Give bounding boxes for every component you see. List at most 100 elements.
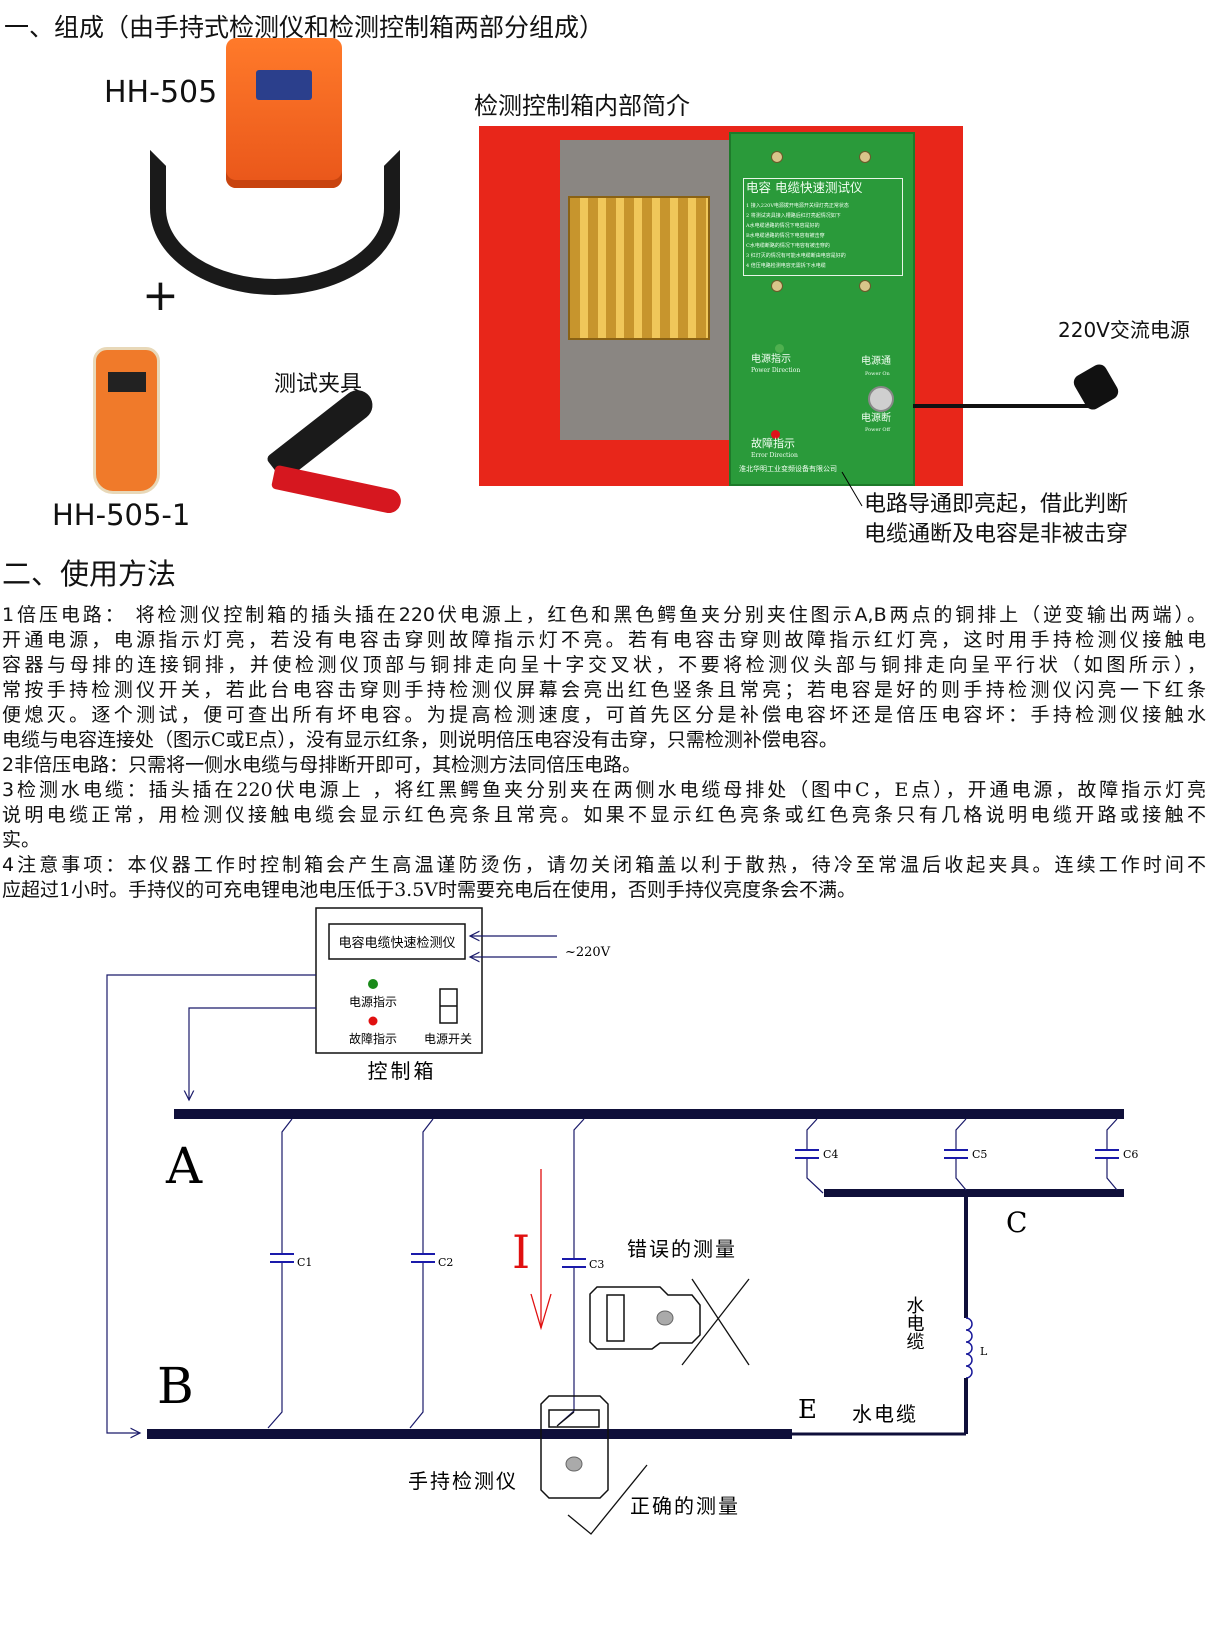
power-indicator-en: Power Direction <box>751 367 801 374</box>
section-2-heading: 二、使用方法 <box>2 557 177 591</box>
paragraph-text: 将检测仪控制箱的插头插在220伏电源上，红色和黑色鳄鱼夹分别夹住图示A,B两点的… <box>126 604 1206 626</box>
paragraph-2-line: 2非倍压电路：只需将一侧水电缆与母排断开即可，其检测方法同倍压电路。 <box>2 753 1206 778</box>
handheld-device-image <box>93 347 160 494</box>
handheld-wrong-orientation <box>589 1286 701 1350</box>
point-c-label: C <box>1006 1206 1027 1239</box>
water-cable-vertical-label: 水电缆 <box>904 1296 925 1350</box>
paragraph-1-line: 电缆与电容连接处（图示C或E点），没有显示红条，则说明倍压电容没有击穿，只需检测… <box>2 729 838 751</box>
paragraph-text: 插头插在220伏电源上 ，将红黑鳄鱼夹分别夹在两侧水电缆母排处（图中C，E点），… <box>148 779 1206 801</box>
instruction-line: 2 将测试夹具接入槽路后红灯亮起情况如下 <box>746 213 841 219</box>
callout-line: 电路导通即亮起，借此判断 <box>864 492 1129 517</box>
capacitor-label: C4 <box>823 1148 838 1161</box>
power-label: 220V交流电源 <box>1058 318 1190 342</box>
handheld-label: 手持检测仪 <box>408 1469 518 1493</box>
instruction-line: B水电缆通路的情况下电容有被击穿 <box>746 233 825 239</box>
box-title: 检测控制箱内部简介 <box>474 92 690 120</box>
power-indicator-label: 电源指示 <box>751 354 791 365</box>
callout-text: 电路导通即亮起，借此判断 电缆通断及电容是非被击穿 <box>864 490 1128 550</box>
power-on-label: 电源通 <box>861 356 891 367</box>
wrong-measure-label: 错误的测量 <box>627 1237 737 1261</box>
fault-led <box>771 430 780 439</box>
instruction-line: 3 红灯灭的情况有可能水电缆断由电容是好的 <box>746 253 846 259</box>
check-icon <box>567 1464 648 1535</box>
paragraph-label: 2非倍压电路： <box>2 754 129 776</box>
case-label-plate <box>256 70 312 100</box>
capacitor-c6 <box>1095 1118 1119 1191</box>
callout-pointer <box>841 471 863 507</box>
capacitor-c4 <box>795 1118 824 1194</box>
current-label: I <box>512 1225 530 1279</box>
power-off-en: Power Off <box>865 427 891 433</box>
cross-icon <box>691 1278 750 1366</box>
fault-indicator-label: 故障指示 <box>751 437 795 450</box>
paragraph-1-line: 开通电源，电源指示灯亮，若没有电容击穿则故障指示灯不亮。若有电容击穿则故障指示红… <box>2 629 1206 651</box>
fault-led-icon <box>368 1016 378 1026</box>
model-handheld-label: HH-505-1 <box>52 498 191 532</box>
power-led-icon <box>368 979 378 989</box>
company-name: 淮北华明工业变频设备有限公司 <box>739 465 837 473</box>
current-arrowhead <box>530 1293 552 1331</box>
power-off-label: 电源断 <box>861 413 891 424</box>
inductor-label: L <box>980 1345 988 1358</box>
screw-icon <box>771 151 783 163</box>
inductor-icon <box>965 1317 973 1379</box>
right-measure-label: 正确的测量 <box>630 1494 740 1518</box>
power-on-en: Power On <box>865 371 890 377</box>
water-cable-label: 水电缆 <box>852 1402 918 1426</box>
point-e-label: E <box>798 1395 817 1425</box>
paragraph-4-line: 4注意事项：本仪器工作时控制箱会产生高温谨防烫伤，请勿关闭箱盖以利于散热，待冷至… <box>2 853 1206 878</box>
panel-instructions: 1 接入220V电源拨开电源开关绿灯亮正常状态 2 将测试夹具接入槽路后红灯亮起… <box>746 201 849 271</box>
power-indicator-label: 电源指示 <box>349 994 397 1009</box>
paragraph-1-line: 常按手持检测仪开关，若此台电容击穿则手持检测仪屏幕会亮出红色竖条且常亮；若电容是… <box>2 679 1206 701</box>
handheld-correct-orientation <box>540 1395 609 1499</box>
wire-to-a <box>189 1007 316 1100</box>
cross-icon <box>681 1278 750 1366</box>
capacitor-label: C6 <box>1123 1148 1138 1161</box>
paragraph-label: 4注意事项： <box>2 854 128 876</box>
instruction-line: 4 倍压电路检测电容无需拆下水电缆 <box>746 263 826 269</box>
callout-line: 电缆通断及电容是非被击穿 <box>864 522 1129 547</box>
wire-to-b <box>106 974 316 1433</box>
instruction-line: A水电缆通路的情况下电容是好的 <box>746 223 820 229</box>
paragraph-3-line: 3检测水电缆：插头插在220伏电源上 ，将红黑鳄鱼夹分别夹在两侧水电缆母排处（图… <box>2 778 1206 803</box>
control-box-label: 控制箱 <box>368 1059 437 1083</box>
instruction-line: 1 接入220V电源拨开电源开关绿灯亮正常状态 <box>746 203 849 209</box>
power-cable <box>913 404 1088 408</box>
resistor-image <box>568 196 710 340</box>
capacitor-label: C5 <box>972 1148 987 1161</box>
paragraph-1-line: 1倍压电路： 将检测仪控制箱的插头插在220伏电源上，红色和黑色鳄鱼夹分别夹住图… <box>2 603 1206 628</box>
fault-indicator-label: 故障指示 <box>349 1031 397 1046</box>
paragraph-label: 1倍压电路： <box>2 604 127 626</box>
capacitor-label: C3 <box>589 1258 604 1271</box>
screw-icon <box>859 151 871 163</box>
plus-sign: + <box>142 270 179 321</box>
paragraph-text: 只需将一侧水电缆与母排断开即可，其检测方法同倍压电路。 <box>128 754 642 776</box>
screw-icon <box>859 280 871 292</box>
paragraph-1-line: 便熄灭。逐个测试，便可查出所有坏电容。为提高检测速度，可首先区分是补偿电容坏还是… <box>2 704 1206 726</box>
capacitor-label: C2 <box>438 1256 453 1269</box>
capacitor-c3 <box>557 1118 586 1426</box>
fault-indicator-en: Error Direction <box>751 452 798 459</box>
paragraph-3-line: 说明电缆正常，用检测仪接触电缆会显示红色亮条且常亮。如果不显示红色亮条或红色亮条… <box>2 804 1206 826</box>
green-control-panel: 电容 电缆快速测试仪 1 接入220V电源拨开电源开关绿灯亮正常状态 2 将测试… <box>731 134 913 484</box>
capacitor-label: C1 <box>297 1256 312 1269</box>
instruction-line: C水电缆断路的情况下电容有被击穿的 <box>746 243 830 249</box>
supply-label: ~220V <box>565 945 611 960</box>
panel-title: 电容 电缆快速测试仪 <box>746 180 863 195</box>
paragraph-3-line: 实。 <box>2 829 41 851</box>
handheld-screen <box>108 372 146 392</box>
capacitor-c5 <box>944 1118 968 1191</box>
paragraph-label: 3检测水电缆： <box>2 779 149 801</box>
point-a-label: A <box>165 1137 203 1195</box>
section-1-heading: 一、组成（由手持式检测仪和检测控制箱两部分组成） <box>4 13 605 42</box>
model-main-label: HH-505 <box>104 75 218 110</box>
power-switch-label: 电源开关 <box>424 1032 472 1046</box>
power-toggle-switch <box>868 386 894 412</box>
capacitor-c2 <box>409 1118 435 1429</box>
paragraph-1-line: 容器与母排的连接铜排，并使检测仪顶部与铜排走向呈十字交叉状，不要将检测仪头部与铜… <box>2 654 1206 676</box>
screw-icon <box>771 280 783 292</box>
control-case-image <box>226 38 342 188</box>
paragraph-text: 本仪器工作时控制箱会产生高温谨防烫伤，请勿关闭箱盖以利于散热，待冷至常温后收起夹… <box>127 854 1206 876</box>
capacitor-c1 <box>267 1118 294 1429</box>
